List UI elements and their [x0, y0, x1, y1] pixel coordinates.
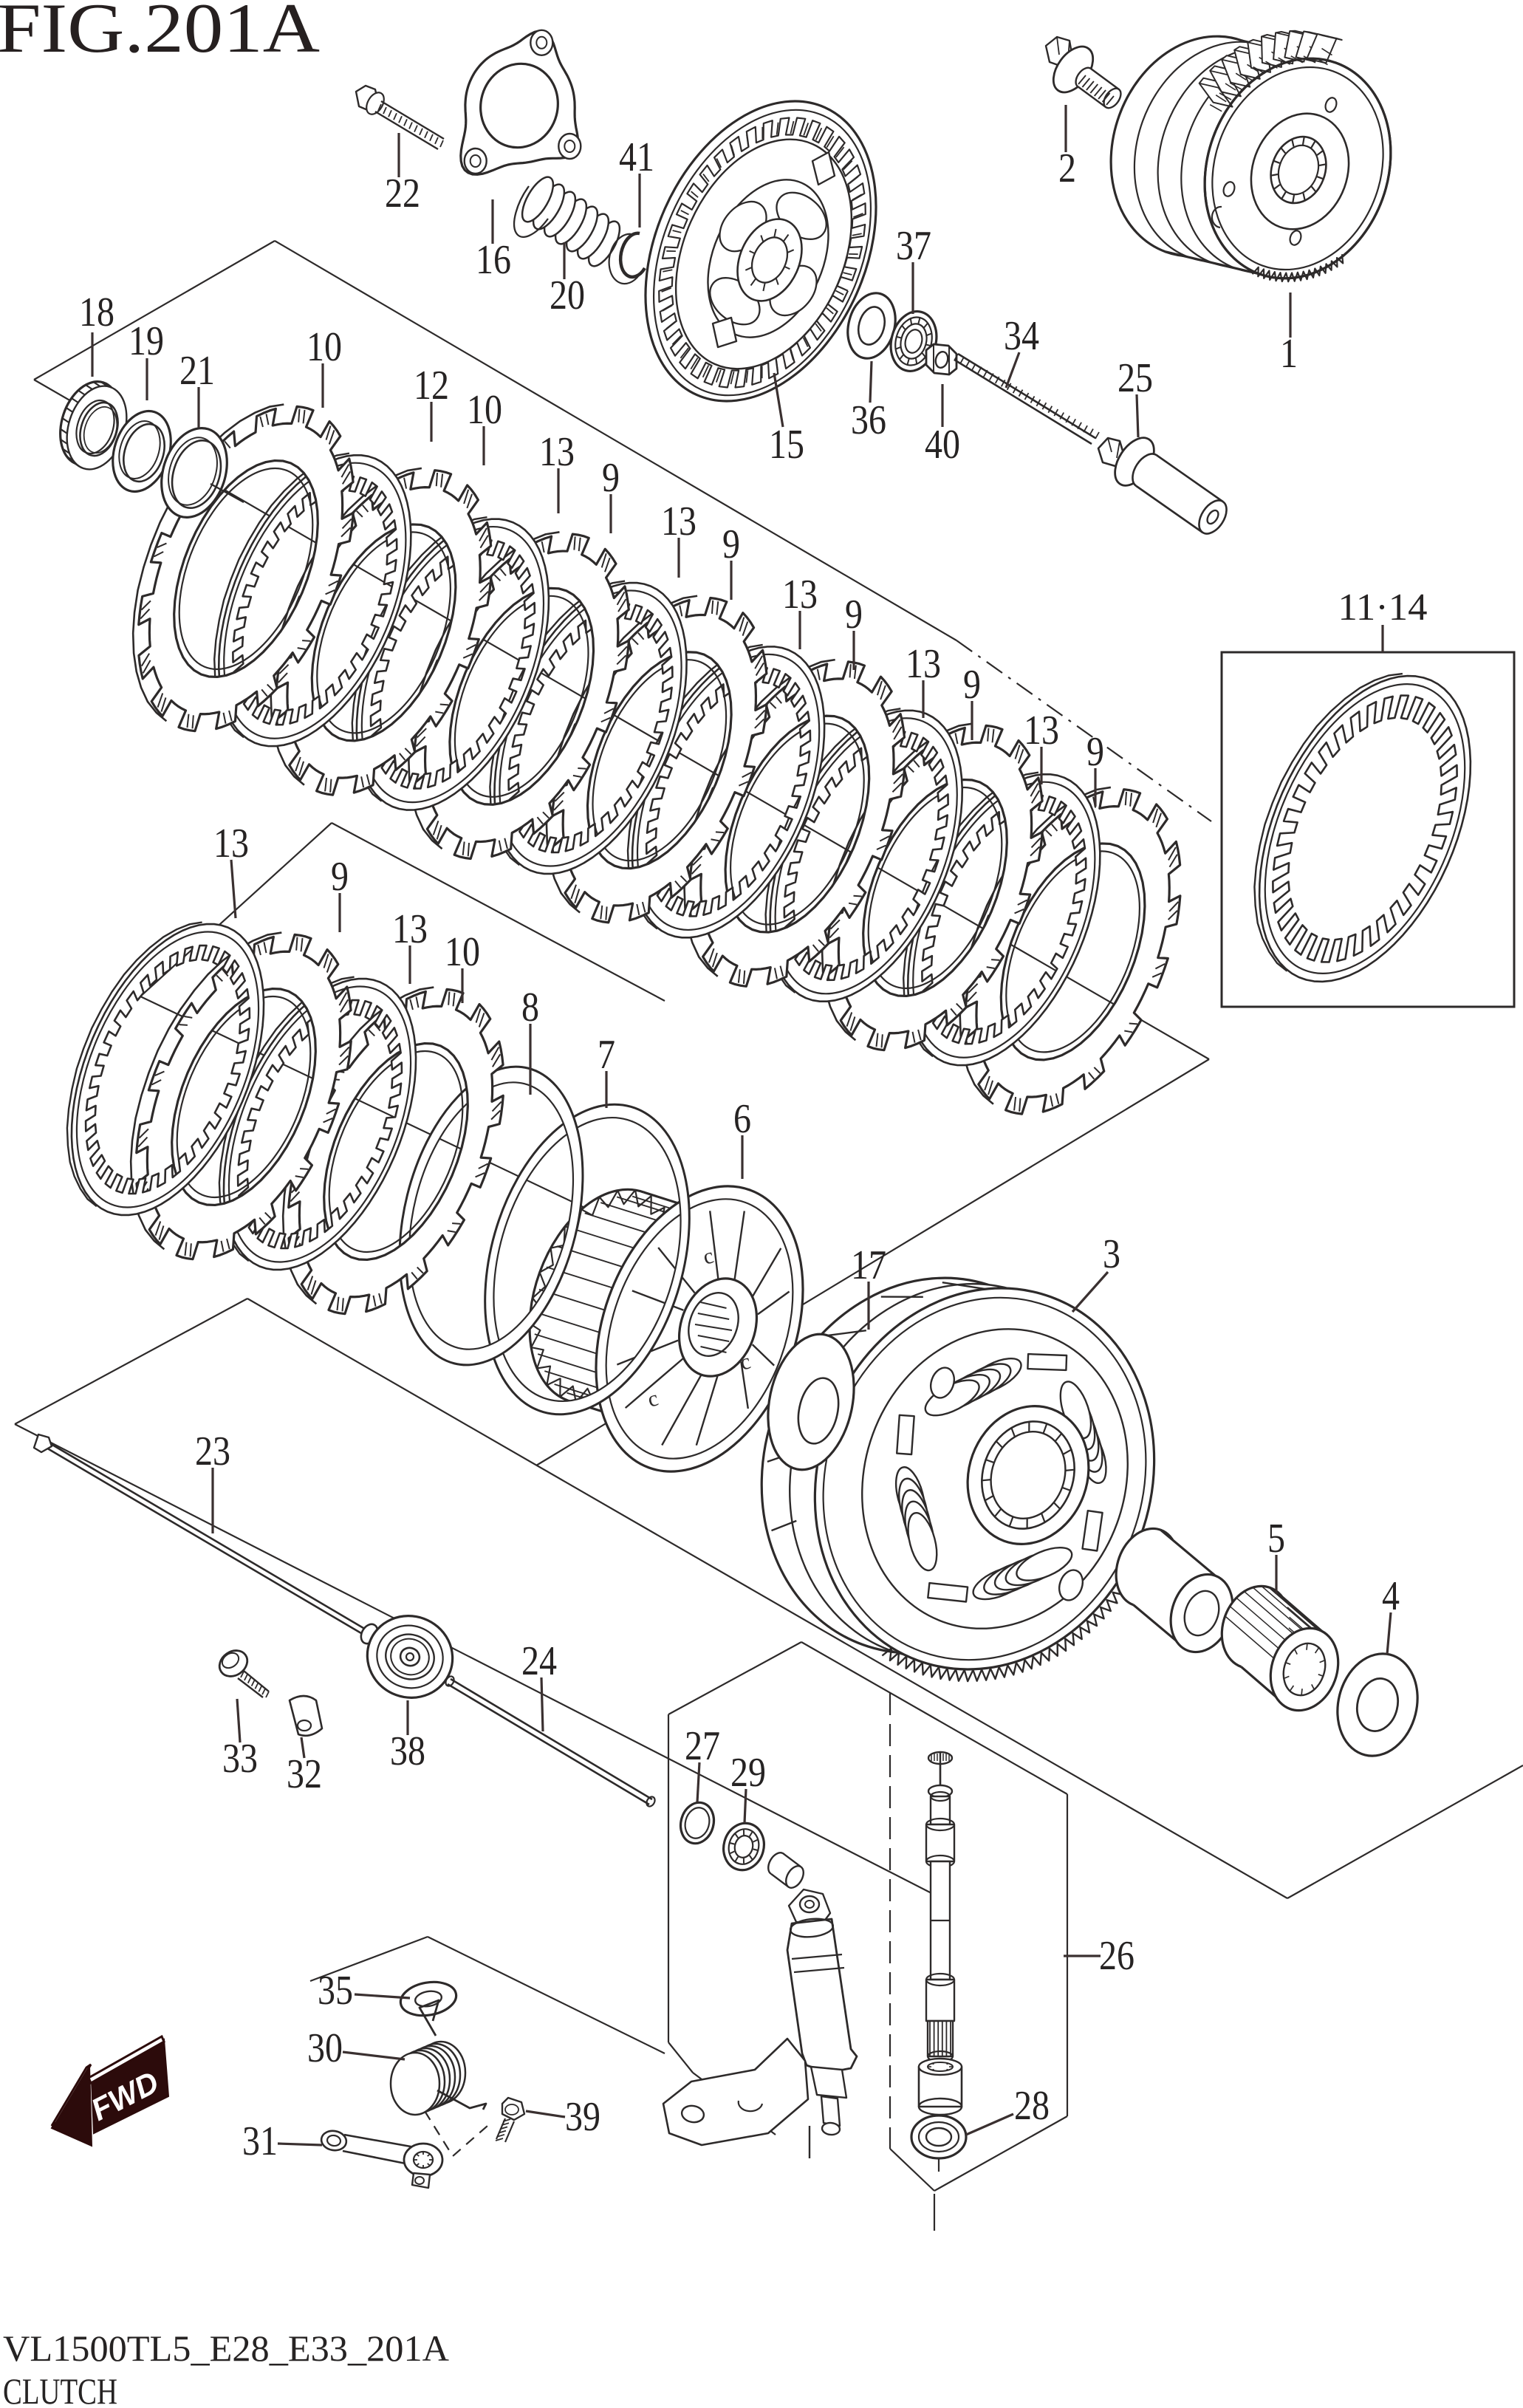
svg-text:13: 13 [392, 906, 428, 952]
svg-text:8: 8 [521, 985, 539, 1030]
svg-text:VL1500TL5_E28_E33_201A: VL1500TL5_E28_E33_201A [3, 2327, 449, 2369]
svg-text:34: 34 [1004, 313, 1039, 359]
svg-text:4: 4 [1382, 1573, 1400, 1619]
svg-text:6: 6 [733, 1096, 751, 1142]
svg-text:40: 40 [925, 422, 960, 468]
svg-text:25: 25 [1118, 355, 1153, 401]
svg-text:9: 9 [845, 592, 863, 637]
svg-text:30: 30 [307, 2025, 343, 2071]
svg-text:10: 10 [467, 387, 502, 433]
svg-text:26: 26 [1099, 1933, 1134, 1979]
svg-text:13: 13 [661, 499, 697, 544]
svg-text:5: 5 [1267, 1516, 1285, 1562]
svg-text:31: 31 [242, 2118, 278, 2164]
svg-text:17: 17 [851, 1242, 886, 1288]
svg-text:9: 9 [331, 854, 349, 900]
svg-text:15: 15 [769, 422, 804, 468]
svg-text:29: 29 [730, 1750, 766, 1796]
svg-text:13: 13 [906, 641, 941, 687]
svg-text:28: 28 [1014, 2083, 1050, 2129]
svg-text:12: 12 [414, 363, 449, 408]
svg-text:35: 35 [318, 1968, 353, 2014]
svg-text:21: 21 [179, 348, 215, 394]
svg-text:1: 1 [1280, 331, 1298, 377]
svg-text:37: 37 [896, 223, 931, 269]
svg-text:13: 13 [213, 821, 249, 866]
svg-text:9: 9 [722, 521, 740, 567]
svg-text:FIG.201A: FIG.201A [0, 0, 320, 67]
svg-text:9: 9 [602, 455, 620, 501]
svg-text:2: 2 [1058, 146, 1076, 191]
svg-text:22: 22 [385, 171, 420, 216]
svg-text:18: 18 [79, 290, 114, 335]
svg-text:10: 10 [445, 929, 480, 975]
svg-text:20: 20 [550, 273, 585, 318]
svg-text:9: 9 [963, 662, 981, 708]
svg-text:13: 13 [539, 429, 575, 475]
svg-text:27: 27 [685, 1723, 720, 1769]
svg-text:13: 13 [1024, 708, 1059, 753]
svg-text:9: 9 [1086, 729, 1104, 775]
svg-text:19: 19 [129, 318, 164, 364]
svg-text:36: 36 [851, 397, 886, 443]
svg-text:33: 33 [222, 1736, 258, 1782]
svg-text:41: 41 [619, 134, 654, 180]
svg-text:16: 16 [476, 237, 511, 283]
svg-text:24: 24 [521, 1638, 557, 1684]
svg-text:11·14: 11·14 [1338, 586, 1428, 629]
svg-text:32: 32 [287, 1751, 322, 1797]
svg-text:39: 39 [565, 2094, 600, 2140]
svg-text:23: 23 [195, 1429, 230, 1474]
svg-text:7: 7 [598, 1032, 615, 1078]
svg-text:CLUTCH: CLUTCH [3, 2370, 117, 2408]
svg-text:13: 13 [782, 572, 818, 618]
svg-text:3: 3 [1103, 1231, 1120, 1277]
svg-text:10: 10 [307, 324, 342, 370]
svg-text:38: 38 [390, 1728, 425, 1774]
